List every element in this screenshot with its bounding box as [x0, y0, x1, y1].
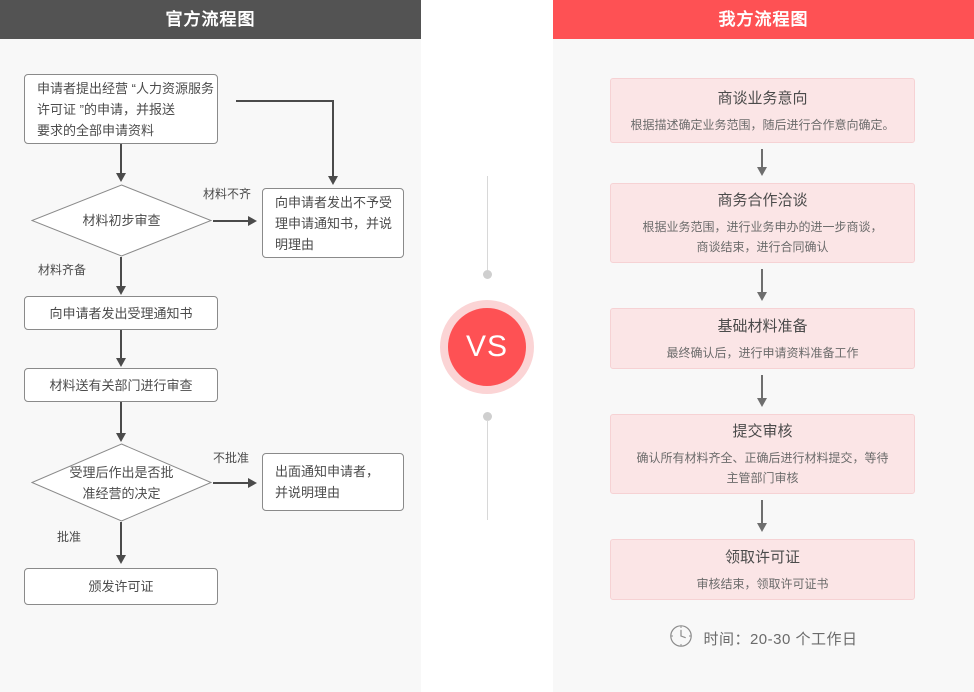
official-panel-header: 官方流程图 — [0, 0, 421, 39]
our-flow-panel: 我方流程图 商谈业务意向 根据描述确定业务范围，随后进行合作意向确定。 商务合作… — [553, 0, 974, 692]
connector-decision-to-license — [120, 522, 122, 556]
arrowhead-accept-to-department — [116, 358, 126, 367]
arrowhead-decision-to-license — [116, 555, 126, 564]
connector-step-3-4 — [761, 375, 763, 400]
arrowhead-review-to-reject — [248, 216, 257, 226]
step-title-4: 提交审核 — [732, 423, 793, 440]
node-preliminary-review: 材料初步审查 — [31, 184, 212, 257]
connector-decision-to-disapprove — [213, 482, 249, 484]
connector-step-1-2 — [761, 149, 763, 169]
step-title-1: 商谈业务意向 — [717, 89, 808, 107]
connector-review-to-accept — [120, 257, 122, 287]
step-desc-5: 审核结束，领取许可证书 — [696, 576, 829, 591]
node-disapprove-notice-label: 出面通知申请者，并说明理由 — [275, 464, 380, 500]
divider-line-bottom — [487, 420, 488, 520]
step-card-1[interactable]: 商谈业务意向 根据描述确定业务范围，随后进行合作意向确定。 — [610, 78, 915, 143]
clock-icon — [669, 624, 693, 653]
node-send-department-label: 材料送有关部门进行审查 — [49, 377, 193, 393]
step-desc-1: 根据描述确定业务范围，随后进行合作意向确定。 — [630, 117, 895, 132]
divider-dot-top — [483, 270, 492, 279]
connector-accept-to-department — [120, 330, 122, 359]
arrowhead-step-4-5 — [757, 523, 767, 532]
connector-apply-to-review — [120, 144, 122, 174]
connector-department-to-decision — [120, 402, 122, 434]
divider-dot-bottom — [483, 412, 492, 421]
processing-time-text: 时间：20-30 个工作日 — [703, 631, 858, 648]
arrowhead-review-to-accept — [116, 286, 126, 295]
node-issue-license: 颁发许可证 — [24, 568, 218, 605]
node-accept-notice-label: 向申请者发出受理通知书 — [49, 305, 193, 321]
diamond-shape-review — [31, 184, 212, 257]
arrowhead-department-to-decision — [116, 433, 126, 442]
step-desc-3: 最终确认后，进行申请资料准备工作 — [666, 345, 859, 360]
vs-divider: VS — [421, 0, 553, 692]
step-title-3: 基础材料准备 — [717, 317, 808, 335]
arrowhead-step-3-4 — [757, 398, 767, 407]
connector-step-2-3 — [761, 269, 763, 294]
step-title-2: 商务合作洽谈 — [717, 192, 808, 209]
arrowhead-decision-to-disapprove — [248, 478, 257, 488]
arrowhead-step-1-2 — [757, 167, 767, 176]
node-issue-license-label: 颁发许可证 — [88, 579, 154, 594]
our-flowchart: 商谈业务意向 根据描述确定业务范围，随后进行合作意向确定。 商务合作洽谈 根据业… — [553, 39, 974, 692]
step-card-5[interactable]: 领取许可证 审核结束，领取许可证书 — [610, 539, 915, 600]
node-reject-notice-label: 向申请者发出不予受理申请通知书，并说明理由 — [275, 194, 393, 252]
vs-label: VS — [465, 330, 509, 363]
edge-label-disapproved: 不批准 — [213, 451, 250, 465]
step-card-4[interactable]: 提交审核 确认所有材料齐全、正确后进行材料提交，等待主管部门审核 — [610, 414, 915, 494]
connector-apply-to-reject-horizontal — [236, 100, 334, 102]
connector-review-to-reject — [213, 220, 249, 222]
processing-time-row: 时间：20-30 个工作日 — [553, 624, 974, 653]
node-apply: 申请者提出经营 “人力资源服务许可证 ”的申请，并报送要求的全部申请资料 — [24, 74, 218, 144]
node-disapprove-notice: 出面通知申请者，并说明理由 — [262, 453, 404, 511]
node-reject-notice: 向申请者发出不予受理申请通知书，并说明理由 — [262, 188, 404, 258]
diamond-shape-decision — [31, 443, 212, 522]
node-apply-label: 申请者提出经营 “人力资源服务许可证 ”的申请，并报送要求的全部申请资料 — [37, 80, 214, 138]
arrowhead-to-reject — [328, 176, 338, 185]
connector-apply-to-reject-vertical — [332, 100, 334, 176]
arrowhead-to-review — [116, 173, 126, 182]
step-desc-4: 确认所有材料齐全、正确后进行材料提交，等待主管部门审核 — [636, 451, 889, 485]
step-desc-2: 根据业务范围，进行业务申办的进一步商谈，商谈结束，进行合同确认 — [642, 220, 883, 254]
node-preliminary-review-label: 材料初步审查 — [82, 213, 161, 228]
arrowhead-step-2-3 — [757, 292, 767, 301]
vs-badge: VS — [440, 300, 534, 394]
edge-label-incomplete: 材料不齐 — [203, 187, 252, 201]
node-accept-notice: 向申请者发出受理通知书 — [24, 296, 218, 330]
node-decision: 受理后作出是否批准经营的决定 — [31, 443, 212, 522]
connector-step-4-5 — [761, 500, 763, 525]
step-card-3[interactable]: 基础材料准备 最终确认后，进行申请资料准备工作 — [610, 308, 915, 369]
our-panel-header: 我方流程图 — [553, 0, 974, 39]
official-flowchart: 申请者提出经营 “人力资源服务许可证 ”的申请，并报送要求的全部申请资料 材料初… — [0, 39, 421, 692]
official-flow-panel: 官方流程图 申请者提出经营 “人力资源服务许可证 ”的申请，并报送要求的全部申请… — [0, 0, 421, 692]
step-card-2[interactable]: 商务合作洽谈 根据业务范围，进行业务申办的进一步商谈，商谈结束，进行合同确认 — [610, 183, 915, 263]
node-send-department: 材料送有关部门进行审查 — [24, 368, 218, 402]
step-title-5: 领取许可证 — [724, 548, 800, 566]
node-decision-label: 受理后作出是否批准经营的决定 — [69, 464, 174, 501]
edge-label-approved: 批准 — [57, 530, 82, 544]
edge-label-complete: 材料齐备 — [38, 263, 87, 277]
divider-line-top — [487, 176, 488, 272]
